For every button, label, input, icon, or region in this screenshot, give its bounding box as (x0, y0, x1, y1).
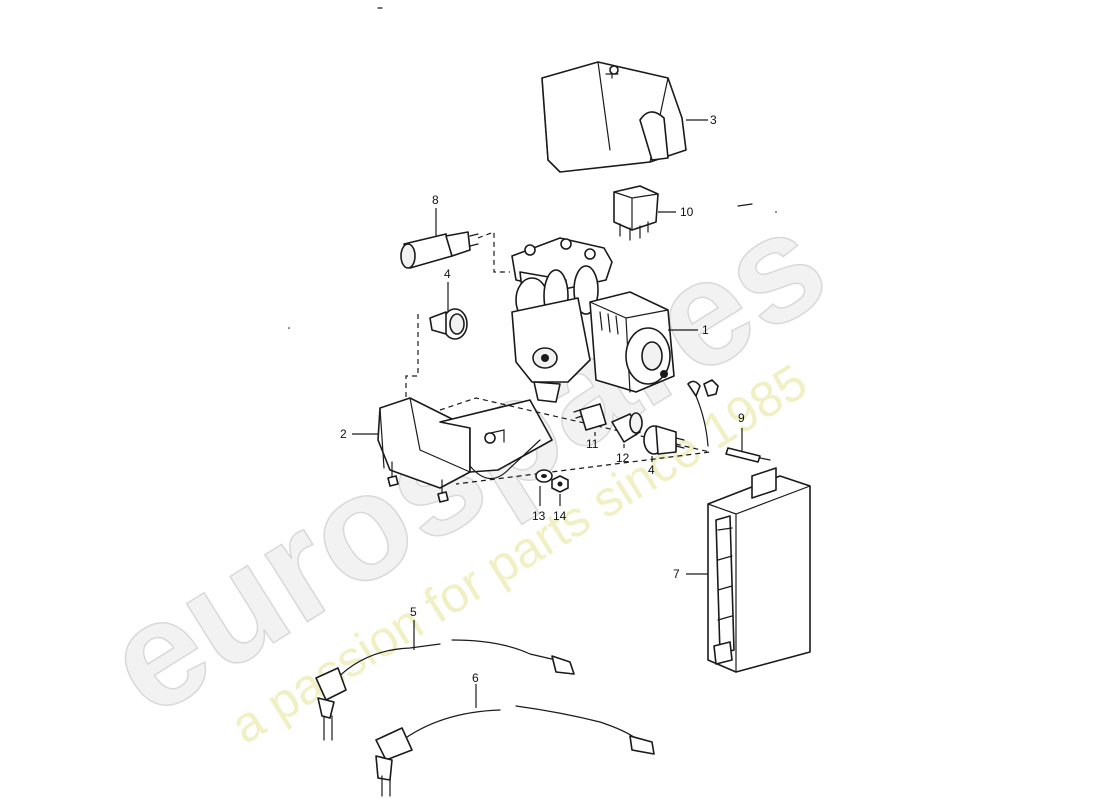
part-fitting (400, 231, 510, 273)
callout-2: 2 (340, 427, 347, 441)
scan-specks (288, 7, 777, 329)
leader-lines (352, 119, 743, 708)
callout-1: 1 (702, 323, 709, 337)
part-damper-lower (643, 425, 685, 455)
callout-7: 7 (673, 567, 680, 581)
part-hydraulic-unit (511, 237, 675, 403)
callout-12: 12 (616, 451, 630, 465)
callout-4-upper: 4 (444, 267, 451, 281)
part-bush (611, 412, 643, 443)
part-relay (613, 185, 659, 241)
callout-14: 14 (553, 509, 567, 523)
part-cover (541, 61, 687, 173)
callout-9: 9 (738, 411, 745, 425)
part-stud (573, 403, 607, 431)
part-speed-sensor-1 (315, 639, 575, 741)
part-washer (535, 469, 553, 483)
callout-8: 8 (432, 193, 439, 207)
part-speed-sensor-2 (375, 705, 655, 797)
part-bracket (377, 397, 711, 503)
callout-13: 13 (532, 509, 546, 523)
callout-3: 3 (710, 113, 717, 127)
callout-6: 6 (472, 671, 479, 685)
callout-4-lower: 4 (648, 463, 655, 477)
callout-11: 11 (586, 437, 599, 451)
part-nut-lower (551, 475, 569, 493)
part-control-unit (707, 467, 811, 673)
callout-5: 5 (410, 605, 417, 619)
part-ground-strap (687, 379, 771, 463)
callout-10: 10 (680, 205, 694, 219)
callouts: 1 2 3 4 4 5 6 7 8 9 10 11 12 13 14 (340, 113, 745, 685)
part-grommet-upper (405, 308, 468, 404)
